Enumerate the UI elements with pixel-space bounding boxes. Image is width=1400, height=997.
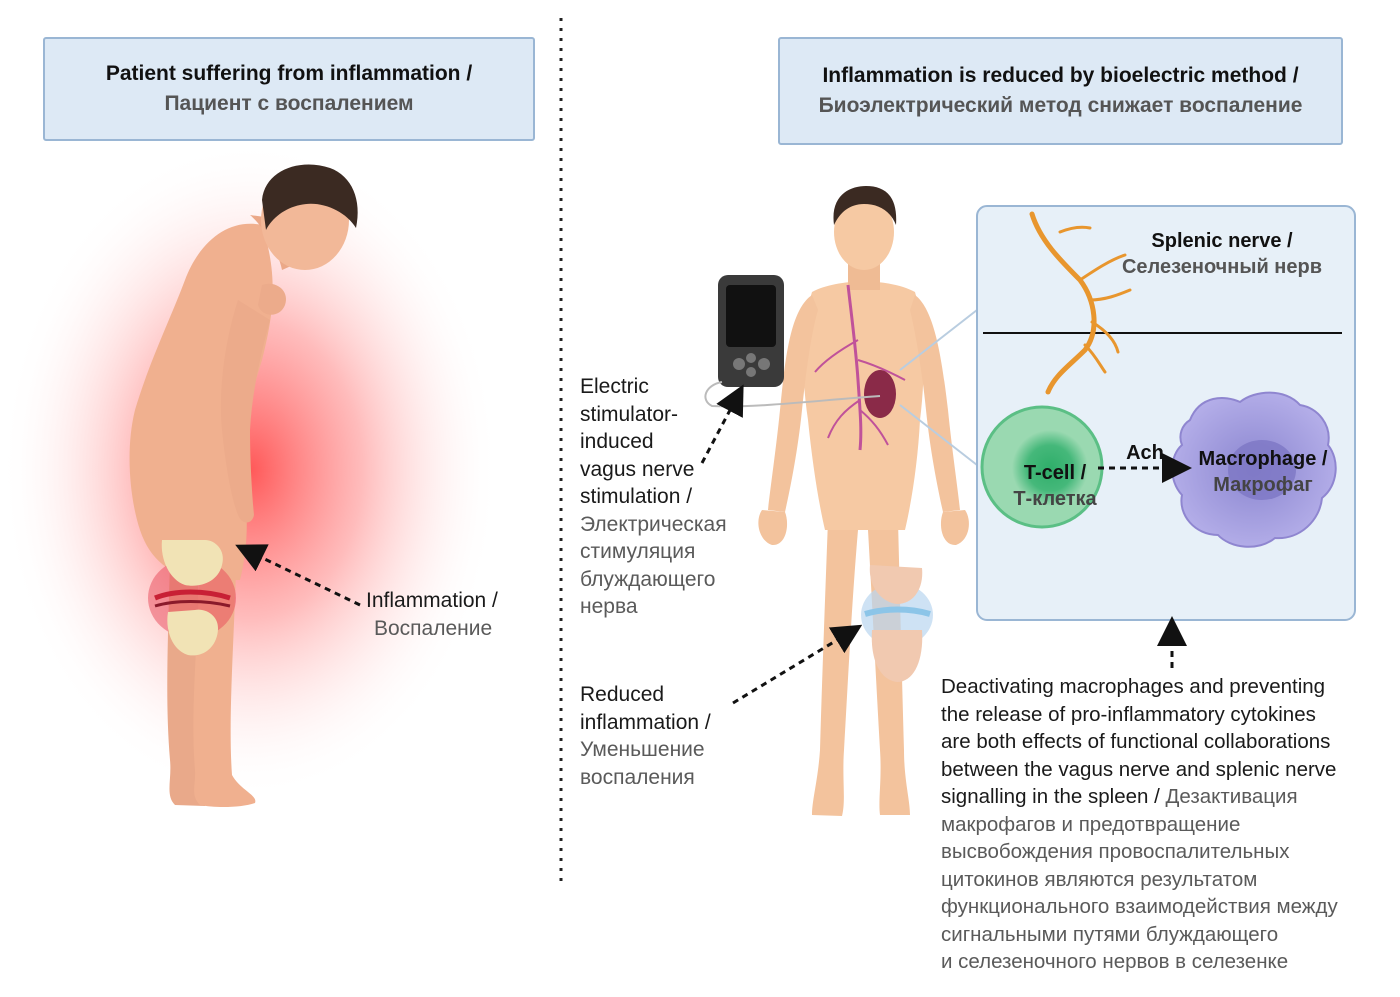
ach-label: Ach (1126, 442, 1164, 464)
reduced-label-ru-1: Уменьшение (580, 738, 705, 761)
reduced-inflammation-arrow (732, 624, 863, 705)
left-title-ru: Пациент с воспалением (164, 92, 414, 115)
macrophage-label-en: Macrophage / (1198, 448, 1328, 470)
description-en-1: Deactivating macrophages and preventing (941, 675, 1326, 698)
treated-patient-figure (758, 186, 969, 816)
t-cell-label-en: T-cell / (1023, 462, 1087, 484)
reduced-label-en-2: inflammation / (580, 710, 711, 734)
zoom-line-top (899, 309, 978, 371)
macrophage-label: Macrophage / Макрофаг (1192, 446, 1334, 498)
description-ru-4: функционального взаимодействия между (941, 895, 1338, 918)
t-cell-label-ru: Т-клетка (1013, 488, 1097, 510)
inflammation-label: Inflammation / Воспаление (366, 587, 498, 642)
patient-figure (129, 164, 358, 808)
reduced-label-en-1: Reduced (580, 683, 665, 706)
right-title-box: Inflammation is reduced by bioelectric m… (778, 37, 1343, 145)
t-cell-nucleus (1012, 430, 1088, 506)
description-ru-3: цитокинов являются результатом (941, 867, 1258, 891)
splenic-nerve-label-ru: Селезеночный нерв (1121, 256, 1323, 278)
splenic-nerve-label-en: Splenic nerve / (1151, 230, 1293, 252)
description-ru-first: Дезактивация (1165, 785, 1298, 808)
mechanism-description: Deactivating macrophages and preventing … (941, 673, 1338, 976)
macrophage-label-ru: Макрофаг (1213, 474, 1313, 496)
stimulator-label-en-2: stimulator- (580, 402, 679, 426)
stimulator-label-ru-2: стимуляция (580, 540, 696, 563)
right-title-en: Inflammation is reduced by bioelectric m… (822, 64, 1299, 87)
stimulator-label-en-4: vagus nerve (580, 457, 695, 481)
description-ru-5: сигнальными путями блуждающего (941, 922, 1279, 946)
description-en-2: the release of pro-inflammatory cytokine… (941, 702, 1316, 726)
left-title-en: Patient suffering from inflammation / (105, 62, 473, 85)
stimulator-label-ru-3: блуждающего (580, 567, 716, 591)
left-title-box: Patient suffering from inflammation / Па… (43, 37, 535, 141)
description-ru-1: макрофагов и предотвращение (941, 812, 1241, 836)
description-en-3: are both effects of functional collabora… (941, 730, 1331, 753)
stimulator-label-en-3: induced (580, 430, 654, 453)
spleen-icon (864, 370, 896, 418)
reduced-label-ru-2: воспаления (580, 765, 695, 789)
macrophage-nucleus (1228, 440, 1296, 500)
inflamed-knee-icon (148, 540, 236, 656)
stimulator-label-en-1: Electric (580, 375, 649, 398)
electric-stimulator-icon (704, 275, 881, 408)
stimulator-label: Electric stimulator- induced vagus nerve… (580, 373, 727, 621)
stimulator-label-ru-1: Электрическая (580, 512, 727, 536)
splenic-nerve-icon (1029, 211, 1132, 395)
stimulator-arrow (700, 384, 744, 464)
inflammation-label-en: Inflammation / (366, 589, 498, 612)
description-en-5: signalling in the spleen / (941, 785, 1160, 808)
description-en-4: between the vagus nerve and splenic nerv… (941, 757, 1337, 781)
description-ru-2: высвобождения провоспалительных (941, 840, 1290, 863)
t-cell-label: T-cell / Т-клетка (1000, 460, 1110, 512)
inflammation-label-ru: Воспаление (374, 616, 493, 640)
splenic-nerve-label: Splenic nerve / Селезеночный нерв (1112, 228, 1332, 280)
right-title-ru: Биоэлектрический метод снижает воспалени… (818, 94, 1303, 117)
stimulator-label-en-5: stimulation / (580, 485, 693, 508)
stimulator-label-ru-4: нерва (580, 595, 638, 618)
reduced-inflammation-label: Reduced inflammation / Уменьшение воспал… (580, 681, 711, 791)
description-ru-6: и селезеночного нервов в селезенке (941, 950, 1289, 973)
healthy-knee-icon (861, 565, 933, 682)
zoom-line-bottom (899, 404, 978, 466)
description-line-5: signalling in the spleen / Дезактивация (941, 783, 1338, 811)
